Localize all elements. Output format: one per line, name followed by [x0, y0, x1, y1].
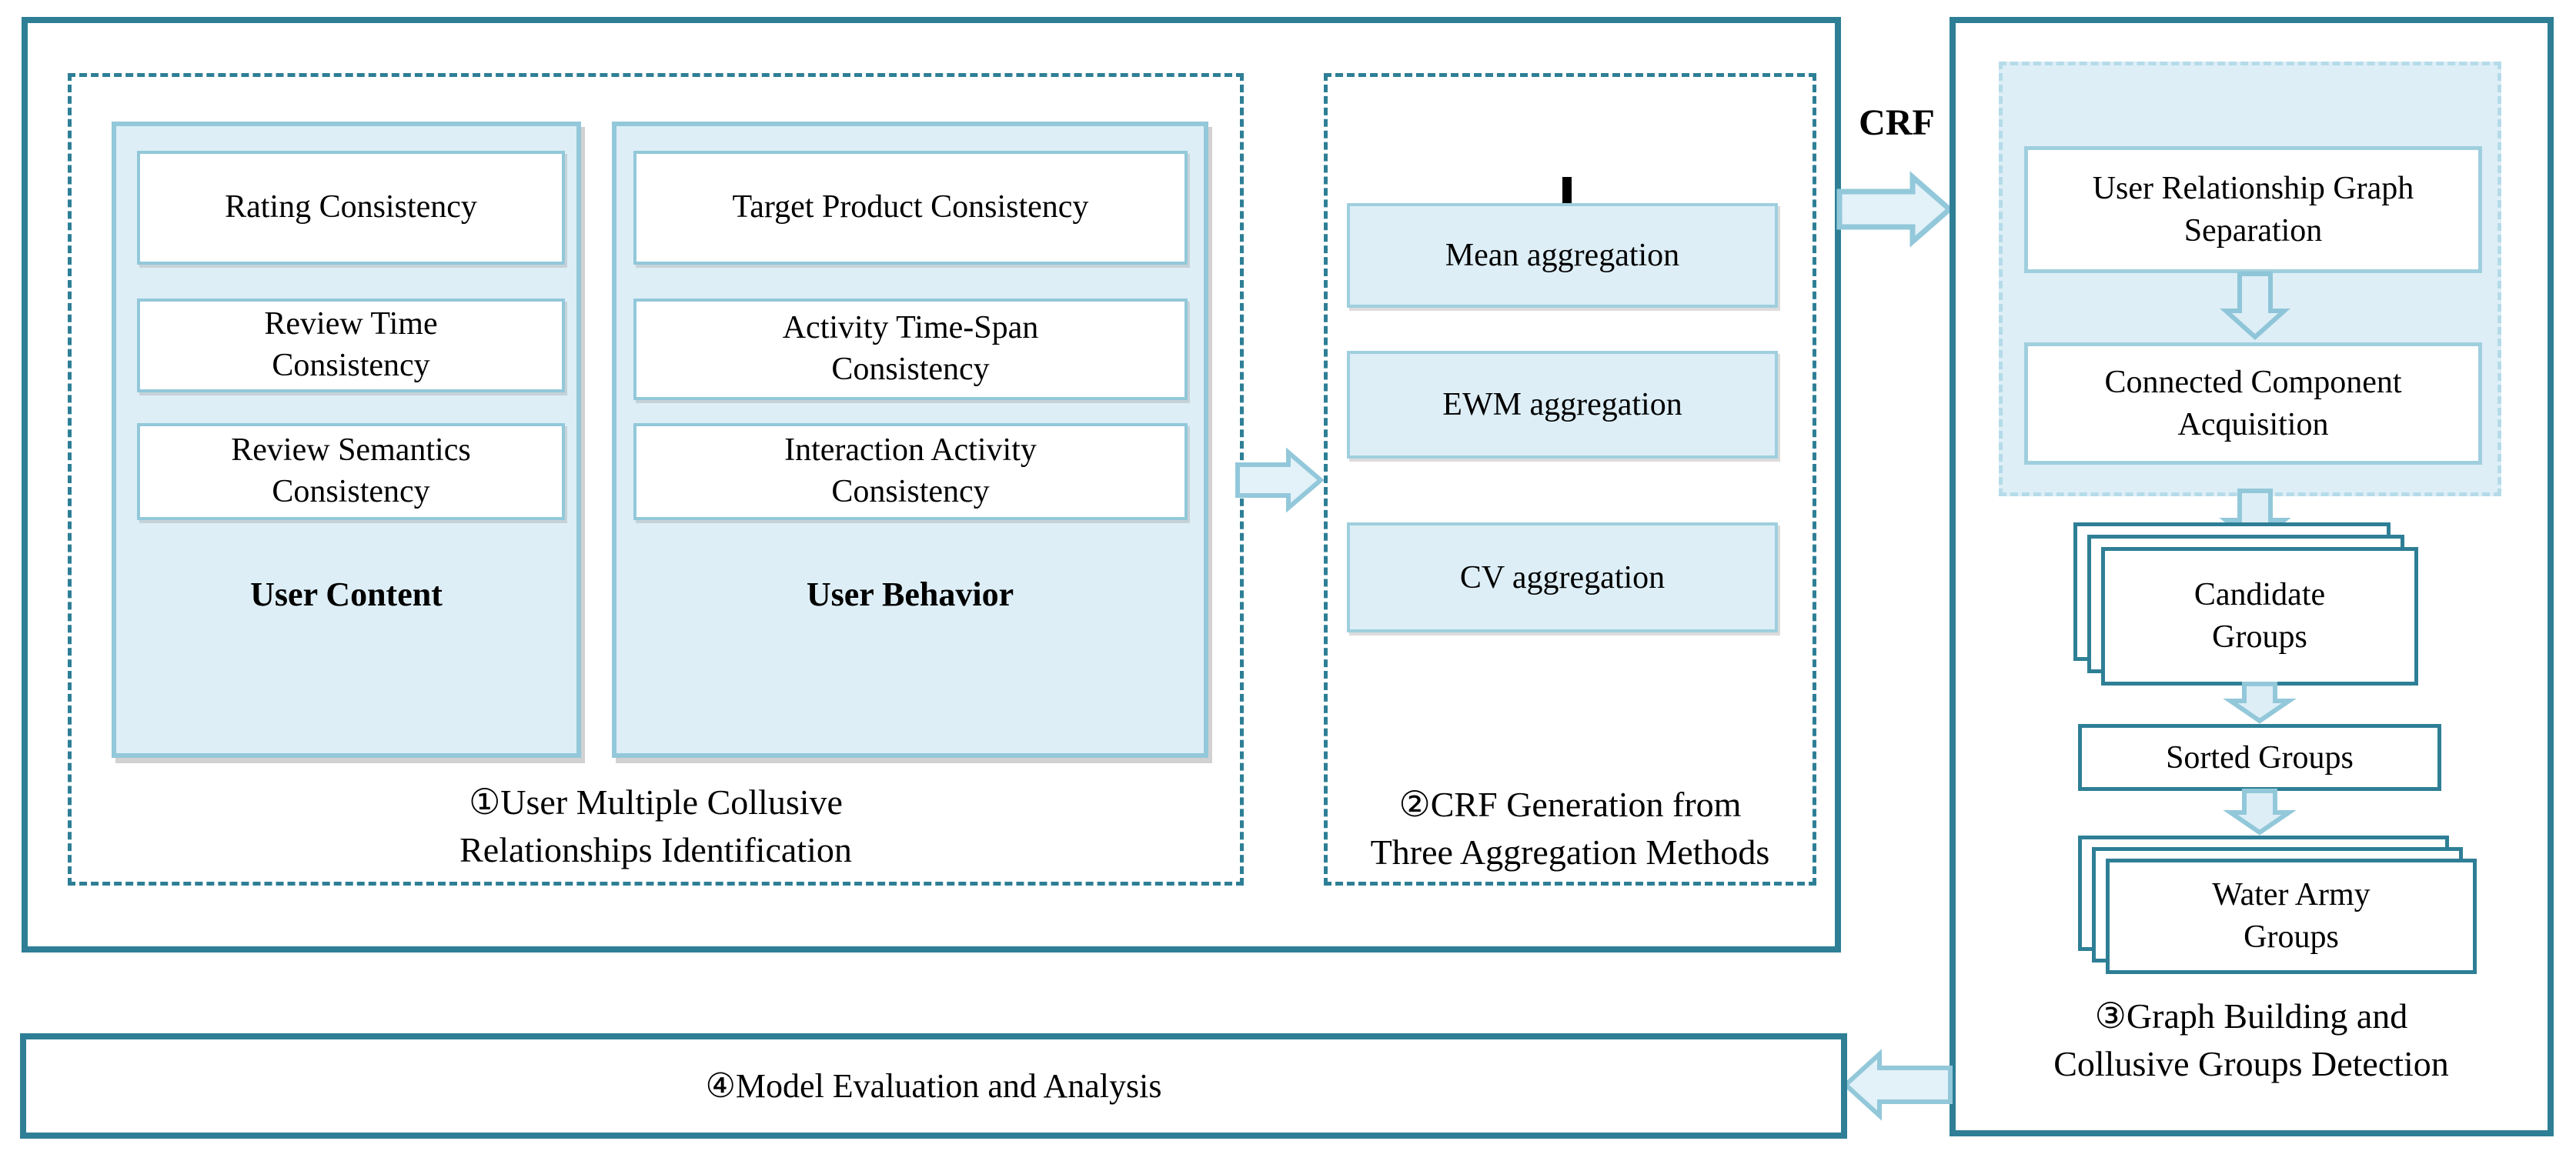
- sorted-groups-box: Sorted Groups: [2078, 724, 2441, 791]
- candidate-groups-box: Candidate Groups: [2101, 547, 2418, 686]
- module2-caption: ②CRF Generation from Three Aggregation M…: [1370, 785, 1770, 872]
- arrow-module3-to-module4: [1842, 1049, 1953, 1121]
- crf-arrow-label: CRF: [1859, 102, 1935, 143]
- rating-consistency-box: Rating Consistency: [137, 151, 565, 265]
- arrow-sorted-to-water-army: [2223, 789, 2297, 836]
- module3-caption: ③Graph Building and Collusive Groups Det…: [2053, 996, 2449, 1083]
- mean-aggregation-box: Mean aggregation: [1347, 203, 1778, 308]
- arrow-module1-to-module2: [1235, 447, 1325, 513]
- module2-dashed-region: [1324, 73, 1816, 886]
- target-product-consistency-box: Target Product Consistency: [633, 151, 1188, 265]
- activity-timespan-consistency-box: Activity Time-Span Consistency: [633, 299, 1188, 400]
- interaction-activity-consistency-box: Interaction Activity Consistency: [633, 423, 1188, 520]
- tick-mark: [1562, 177, 1572, 203]
- user-behavior-title: User Behavior: [806, 575, 1014, 613]
- water-army-groups-box: Water Army Groups: [2106, 859, 2477, 974]
- cv-aggregation-box: CV aggregation: [1347, 522, 1778, 632]
- arrow-separation-to-component: [2220, 272, 2290, 341]
- user-relationship-graph-separation-box: User Relationship Graph Separation: [2024, 146, 2482, 273]
- module1-caption: ①User Multiple Collusive Relationships I…: [459, 782, 852, 869]
- crf-arrow: [1836, 171, 1954, 248]
- review-time-consistency-box: Review Time Consistency: [137, 299, 565, 392]
- arrow-candidate-to-sorted: [2223, 682, 2297, 724]
- review-semantics-consistency-box: Review Semantics Consistency: [137, 423, 565, 520]
- ewm-aggregation-box: EWM aggregation: [1347, 351, 1778, 459]
- user-content-title: User Content: [250, 575, 443, 613]
- model-evaluation-box: ④Model Evaluation and Analysis: [20, 1033, 1847, 1139]
- connected-component-acquisition-box: Connected Component Acquisition: [2024, 342, 2482, 465]
